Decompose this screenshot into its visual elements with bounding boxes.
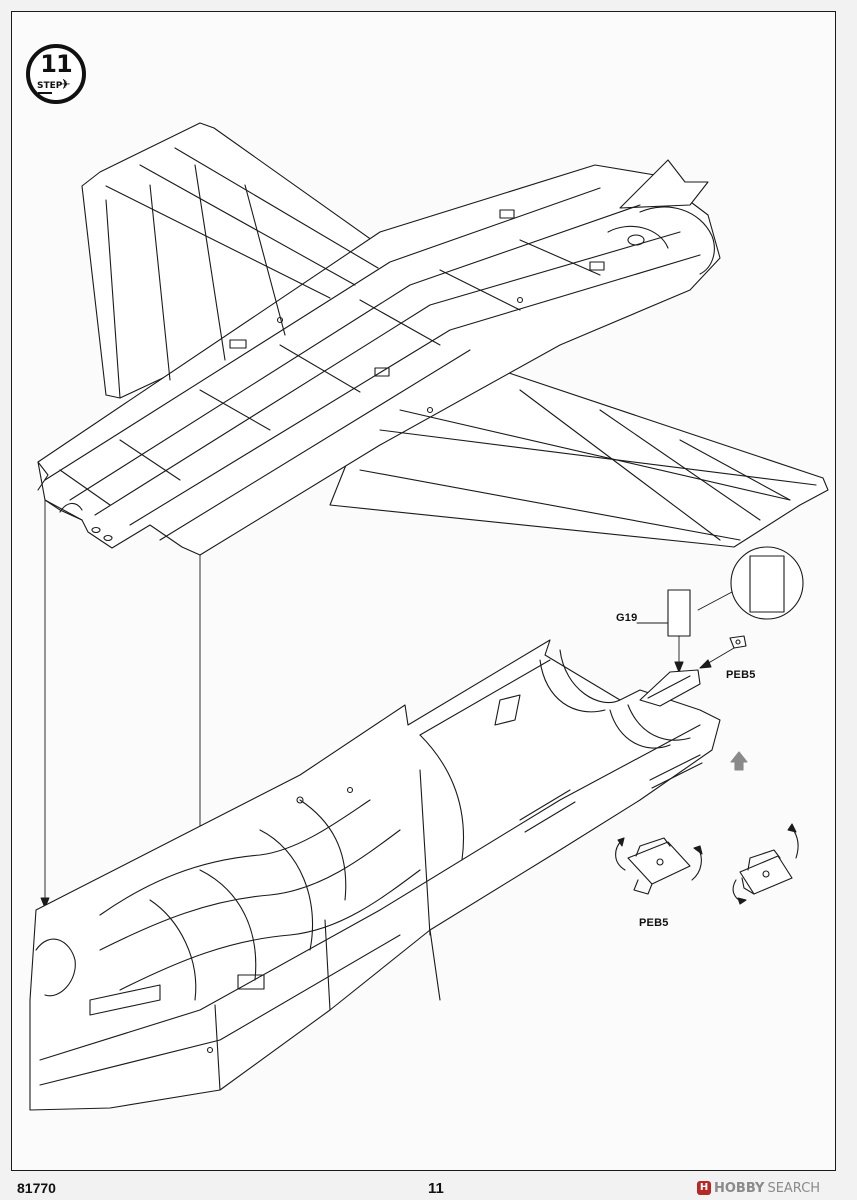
page-number: 11: [428, 1180, 444, 1197]
step-number: 11: [40, 50, 72, 78]
watermark-brand-light: SEARCH: [767, 1180, 821, 1196]
aircraft-icon: ✈: [59, 77, 71, 93]
callout-peb5-top: PEB5: [726, 669, 756, 681]
watermark-logo-icon: H: [697, 1181, 711, 1195]
peb5-part-top: [699, 635, 747, 669]
step-underline: [38, 92, 52, 94]
g19-part: [636, 589, 701, 707]
peb5-bend-diagram-right: [732, 823, 799, 905]
callout-g19: G19: [616, 612, 638, 624]
product-code: 81770: [17, 1180, 56, 1196]
lower-fuselage: [29, 639, 721, 1111]
watermark: H HOBBY SEARCH: [697, 1180, 820, 1196]
wing-assembly: [37, 122, 829, 556]
peb5-bend-diagram-left: [615, 837, 703, 895]
step-label: STEP: [37, 81, 63, 91]
direction-arrow-icon: [730, 751, 748, 771]
watermark-brand-bold: HOBBY: [714, 1180, 765, 1196]
detail-zoom-bubble: [697, 546, 804, 620]
step-badge: 11 STEP ✈: [26, 44, 86, 104]
callout-peb5-bottom: PEB5: [639, 917, 669, 929]
